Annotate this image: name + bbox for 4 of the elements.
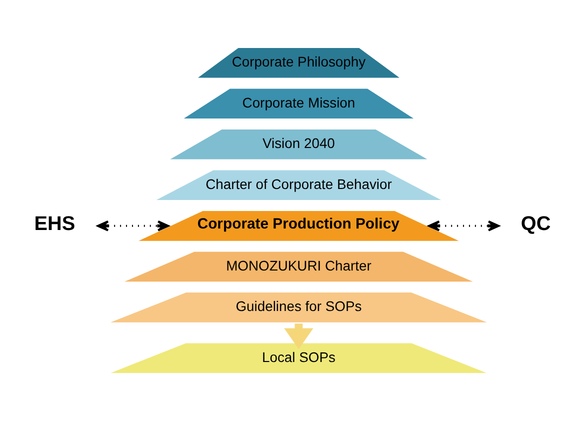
arrow (97, 220, 170, 232)
node-text: EHS (34, 212, 76, 235)
arrow (428, 220, 500, 232)
node-text: QC (520, 212, 551, 235)
